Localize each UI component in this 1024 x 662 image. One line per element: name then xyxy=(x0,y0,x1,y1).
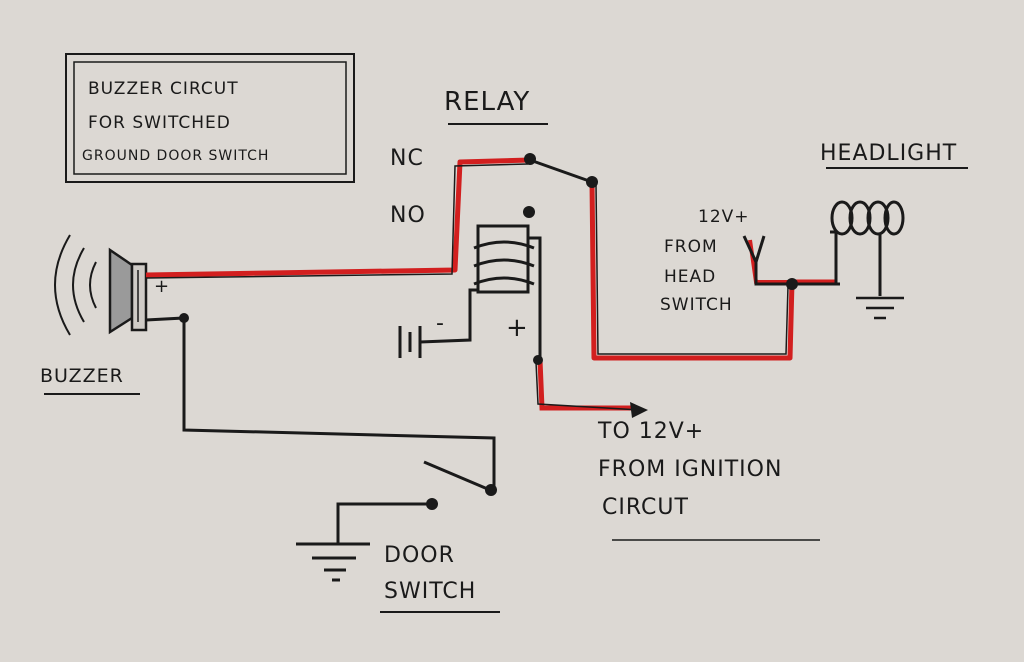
wire-ignition xyxy=(537,359,636,411)
title-box-outer xyxy=(65,53,355,183)
ignition-line-3: CIRCUT xyxy=(602,495,689,520)
buzzer-plus-sign: + xyxy=(154,276,170,297)
wire-common-to-headlight-ink xyxy=(595,183,789,355)
nc-label: NC xyxy=(390,146,424,171)
head-switch-line-1: 12V+ xyxy=(698,207,750,227)
relay-plus-sign: + xyxy=(506,313,529,343)
relay-minus-sign: - xyxy=(436,311,445,336)
ignition-line-1: TO 12V+ xyxy=(597,419,704,444)
door-switch-dot-a xyxy=(485,484,497,496)
no-label: NO xyxy=(390,203,426,228)
title-line-2: FOR SWITCHED xyxy=(88,113,231,133)
wire-nc-common xyxy=(529,158,593,184)
ignition-arrow-icon xyxy=(630,402,648,418)
headlight-junction-dot xyxy=(786,278,798,290)
common-contact-dot xyxy=(586,176,598,188)
door-switch-line-2: SWITCH xyxy=(384,579,476,604)
wire-buzzer-to-nc xyxy=(145,157,531,278)
headlight-coil-icon xyxy=(830,200,905,296)
wire-buzzer-to-nc-ink xyxy=(145,163,529,279)
head-switch-line-4: SWITCH xyxy=(660,295,733,315)
door-switch-line-1: DOOR xyxy=(384,543,455,568)
headlight-ground-icon xyxy=(856,296,904,320)
door-switch-dot-b xyxy=(426,498,438,510)
ignition-line-2: FROM IGNITION xyxy=(598,457,782,482)
title-box-inner xyxy=(73,61,347,175)
relay-label: RELAY xyxy=(444,87,530,117)
wire-common-to-headlight xyxy=(589,181,836,361)
wire-ignition-ink xyxy=(535,361,641,411)
wire-head-switch-ink xyxy=(742,235,840,286)
head-switch-line-3: HEAD xyxy=(664,267,716,287)
relay-coil-icon xyxy=(419,224,542,360)
door-switch-ground-icon xyxy=(296,542,370,582)
speaker-icon xyxy=(54,234,148,336)
battery-icon xyxy=(398,326,422,358)
relay-plus-dot xyxy=(533,355,543,365)
headlight-label: HEADLIGHT xyxy=(820,141,957,166)
title-line-3: GROUND DOOR SWITCH xyxy=(82,148,269,164)
door-switch-icon xyxy=(336,460,491,544)
head-switch-line-2: FROM xyxy=(664,237,718,257)
wire-buzzer-to-door-switch xyxy=(145,316,496,488)
buzzer-neg-dot xyxy=(179,313,189,323)
title-line-1: BUZZER CIRCUT xyxy=(88,79,239,99)
no-contact-dot xyxy=(523,206,535,218)
buzzer-label: BUZZER xyxy=(40,365,124,387)
nc-contact-dot xyxy=(524,153,536,165)
title-box: BUZZER CIRCUT FOR SWITCHED GROUND DOOR S… xyxy=(65,53,355,183)
